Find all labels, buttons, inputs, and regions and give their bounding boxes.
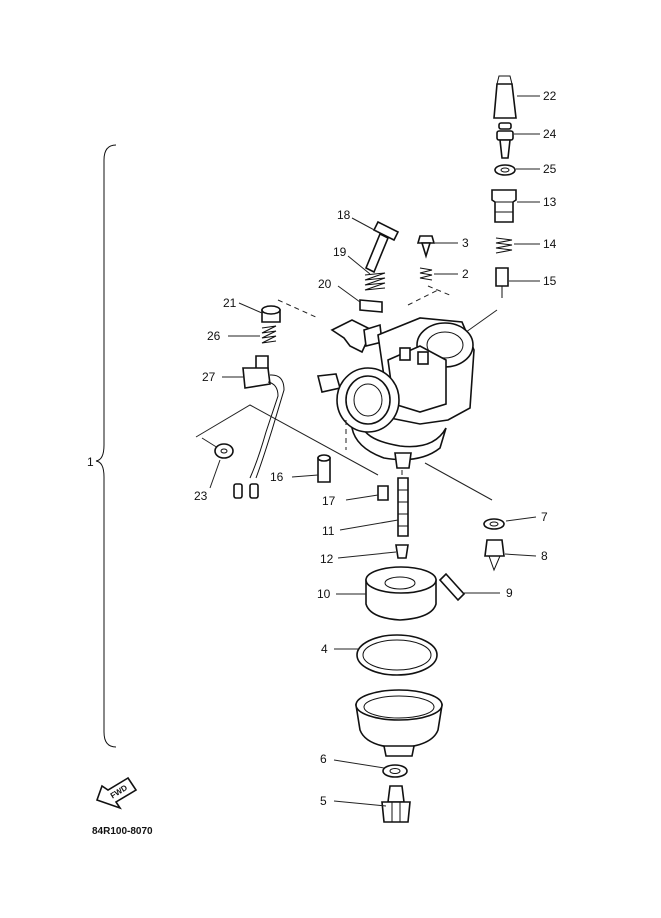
callout-11: 11 — [322, 524, 335, 538]
float-bowl — [355, 689, 443, 757]
part-21-cap — [261, 305, 281, 323]
callout-23: 23 — [194, 489, 208, 503]
callout-3: 3 — [462, 236, 469, 250]
part-27-plunger — [233, 355, 285, 499]
part-5-drain-bolt — [381, 785, 411, 823]
part-7-washer — [483, 518, 505, 530]
callout-22: 22 — [543, 89, 557, 103]
callout-8: 8 — [541, 549, 548, 563]
part-17-jet — [377, 485, 389, 501]
part-19-spring — [364, 272, 386, 291]
callout-25: 25 — [543, 162, 557, 176]
callout-17: 17 — [322, 494, 336, 508]
part-10-float — [365, 566, 437, 621]
guide-lines — [277, 285, 453, 488]
callout-9: 9 — [506, 586, 513, 600]
part-9-pin — [438, 572, 466, 602]
callout-6: 6 — [320, 752, 327, 766]
part-20-washer — [359, 299, 383, 313]
part-14-spring — [495, 237, 513, 254]
part-2-spring — [419, 267, 433, 281]
part-4-gasket — [356, 634, 438, 676]
part-23-washer — [214, 443, 234, 459]
part-6-washer — [382, 764, 408, 778]
assembly-brace — [95, 144, 117, 748]
part-16-jet — [317, 454, 331, 483]
part-24-needle — [496, 122, 514, 159]
fwd-arrow-icon: FWD — [95, 776, 138, 810]
callout-15: 15 — [543, 274, 557, 288]
part-12-main-jet — [395, 544, 409, 559]
callout-1: 1 — [87, 455, 94, 469]
callout-16: 16 — [270, 470, 284, 484]
part-26-spring — [261, 325, 277, 344]
callout-2: 2 — [462, 267, 469, 281]
callout-5: 5 — [320, 794, 327, 808]
callout-14: 14 — [543, 237, 557, 251]
callout-27: 27 — [202, 370, 216, 384]
callout-12: 12 — [320, 552, 334, 566]
part-25-nut — [494, 164, 516, 176]
callout-13: 13 — [543, 195, 557, 209]
callout-10: 10 — [317, 587, 331, 601]
callout-26: 26 — [207, 329, 221, 343]
callout-7: 7 — [541, 510, 548, 524]
drawing-part-number: 84R100-8070 — [92, 826, 153, 837]
part-8-screw — [484, 539, 505, 572]
callout-21: 21 — [223, 296, 237, 310]
callout-20: 20 — [318, 277, 332, 291]
callout-19: 19 — [333, 245, 347, 259]
part-3-screw — [416, 235, 436, 259]
part-13-top-cap — [491, 189, 517, 223]
callout-24: 24 — [543, 127, 557, 141]
carburetor-body — [317, 317, 475, 469]
callout-18: 18 — [337, 208, 351, 222]
part-22-cap — [493, 75, 517, 119]
part-15-piston — [495, 267, 509, 298]
callout-4: 4 — [321, 642, 328, 656]
part-18-screw — [364, 220, 400, 274]
part-11-needle-jet — [397, 477, 409, 537]
